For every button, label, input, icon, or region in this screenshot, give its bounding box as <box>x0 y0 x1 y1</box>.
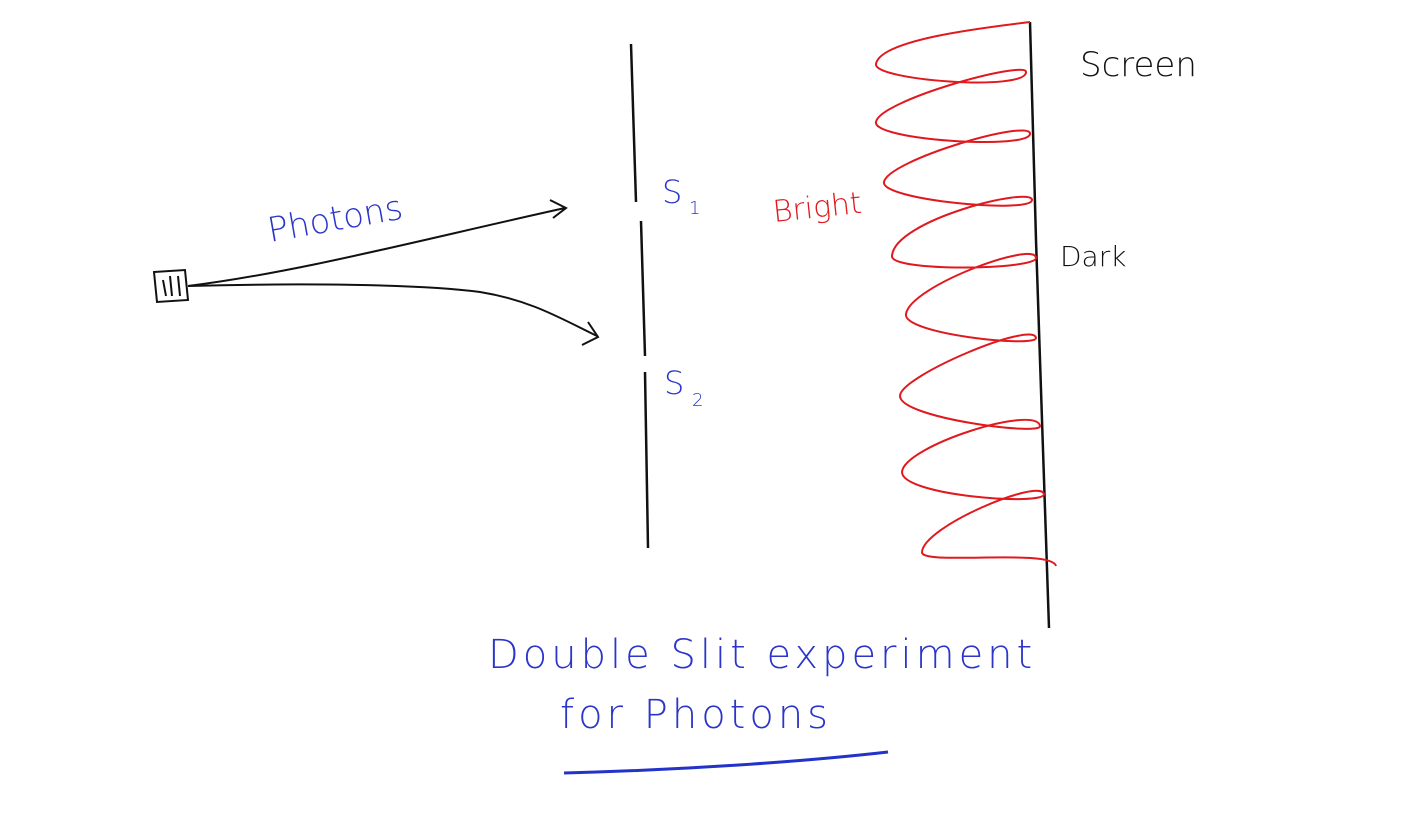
slit1-subscript: 1 <box>689 198 700 219</box>
title-line-2: for Photons <box>560 692 832 738</box>
slit2-label: S <box>664 364 684 402</box>
slit-barrier <box>629 43 650 549</box>
title-line-1: Double Slit experiment <box>488 632 1036 678</box>
photon-source-icon <box>152 268 190 304</box>
bright-label: Bright <box>771 186 863 230</box>
photon-ray-upper <box>187 207 566 287</box>
screen-label: Screen <box>1080 45 1197 85</box>
arrowhead-lower <box>581 321 600 346</box>
arrowhead-upper <box>549 199 568 219</box>
slit1-label: S <box>662 173 682 211</box>
dark-label: Dark <box>1060 240 1126 273</box>
interference-pattern <box>874 21 1057 567</box>
screen-line <box>1028 21 1051 629</box>
photons-label: Photons <box>265 188 406 251</box>
slit2-subscript: 2 <box>692 390 703 411</box>
photon-ray-lower <box>187 283 598 337</box>
title-underline <box>563 750 889 775</box>
